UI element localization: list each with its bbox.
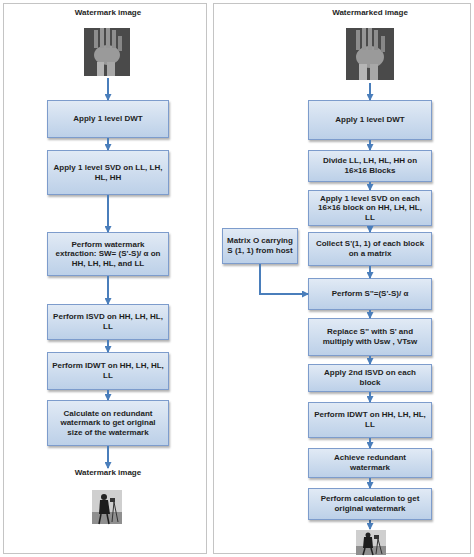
image-label: Watermark image	[75, 8, 141, 18]
box-text: Collect S'(1, 1) of each block on a matr…	[313, 239, 427, 258]
process-box: Collect S'(1, 1) of each block on a matr…	[308, 232, 432, 266]
flow-arrow	[369, 438, 371, 448]
cameraman-image	[92, 490, 122, 524]
image-node: Watermark image	[55, 468, 161, 528]
flow-arrow	[107, 340, 109, 352]
process-box: Perform calculation to get original wate…	[308, 488, 432, 520]
flow-arrow	[260, 264, 308, 294]
process-box: Matrix O carrying S (1, 1) from host	[222, 228, 298, 264]
panel-border	[4, 4, 207, 554]
panel-border	[214, 4, 471, 554]
process-box: Apply 1 level SVD on LL, LH, HL, HH	[47, 150, 169, 195]
flow-arrow	[107, 195, 109, 232]
xray-image	[346, 28, 394, 80]
process-box: Apply 2nd ISVD on each block	[308, 364, 432, 392]
box-text: Perform ISVD on HH, LH, HL, LL	[52, 312, 164, 331]
box-text: Apply 1 level DWT	[335, 115, 404, 125]
process-box: Perform IDWT on HH, LH, HL, LL	[308, 402, 432, 438]
box-text: Perform S''=(S'-S)/ α	[332, 289, 409, 299]
process-box: Apply 1 level SVD on each 16×16 block on…	[308, 190, 432, 226]
process-box: Divide LL, LH, HL, HH on 16×16 Blocks	[308, 150, 432, 182]
process-box: Perform ISVD on HH, LH, HL, LL	[47, 304, 169, 340]
process-box: Calculate on redundant watermark to get …	[47, 400, 169, 446]
flow-arrow	[369, 310, 371, 318]
image-label: Watermarked image	[332, 8, 408, 18]
flow-arrow	[369, 83, 371, 100]
process-box: Perform watermark extraction: SW= (S'-S)…	[47, 232, 169, 276]
image-node: Watermark image	[55, 8, 161, 78]
box-text: Divide LL, LH, HL, HH on 16×16 Blocks	[313, 156, 427, 175]
box-text: Replace S'' with S' and multiply with Us…	[313, 327, 427, 346]
flow-arrow	[107, 390, 109, 400]
box-text: Apply 1 level SVD on each 16×16 block on…	[313, 194, 427, 223]
flow-arrow	[107, 138, 109, 150]
process-box: Apply 1 level DWT	[308, 100, 432, 140]
flow-arrow	[369, 520, 371, 529]
xray-image	[84, 28, 130, 76]
box-text: Perform IDWT on HH, LH, HL, LL	[313, 410, 427, 429]
box-text: Achieve redundant watermark	[313, 453, 427, 472]
box-text: Apply 1 level SVD on LL, LH, HL, HH	[52, 163, 164, 182]
process-box: Perform IDWT on HH, LH, HL, LL	[47, 352, 169, 390]
box-text: Perform IDWT on HH, LH, HL, LL	[52, 361, 164, 380]
flow-arrow	[107, 446, 109, 468]
flow-arrow	[369, 266, 371, 278]
image-node: Watermarked image	[315, 8, 425, 83]
flow-arrow	[369, 182, 371, 190]
cameraman-image	[356, 530, 386, 555]
image-label: Watermark image	[75, 468, 141, 478]
box-text: Perform watermark extraction: SW= (S'-S)…	[52, 240, 164, 269]
box-text: Apply 1 level DWT	[73, 114, 142, 124]
flow-arrow	[107, 276, 109, 304]
flow-arrow	[369, 392, 371, 402]
flow-arrow	[369, 140, 371, 150]
box-text: Calculate on redundant watermark to get …	[52, 409, 164, 438]
flow-arrow	[369, 356, 371, 364]
box-text: Apply 2nd ISVD on each block	[313, 368, 427, 387]
process-box: Apply 1 level DWT	[47, 100, 169, 138]
box-text: Matrix O carrying S (1, 1) from host	[227, 236, 293, 255]
box-text: Perform calculation to get original wate…	[313, 494, 427, 513]
process-box: Achieve redundant watermark	[308, 448, 432, 478]
process-box: Perform S''=(S'-S)/ α	[308, 278, 432, 310]
flow-arrow	[369, 226, 371, 232]
flow-arrow	[369, 478, 371, 488]
process-box: Replace S'' with S' and multiply with Us…	[308, 318, 432, 356]
flow-arrow	[107, 78, 109, 100]
